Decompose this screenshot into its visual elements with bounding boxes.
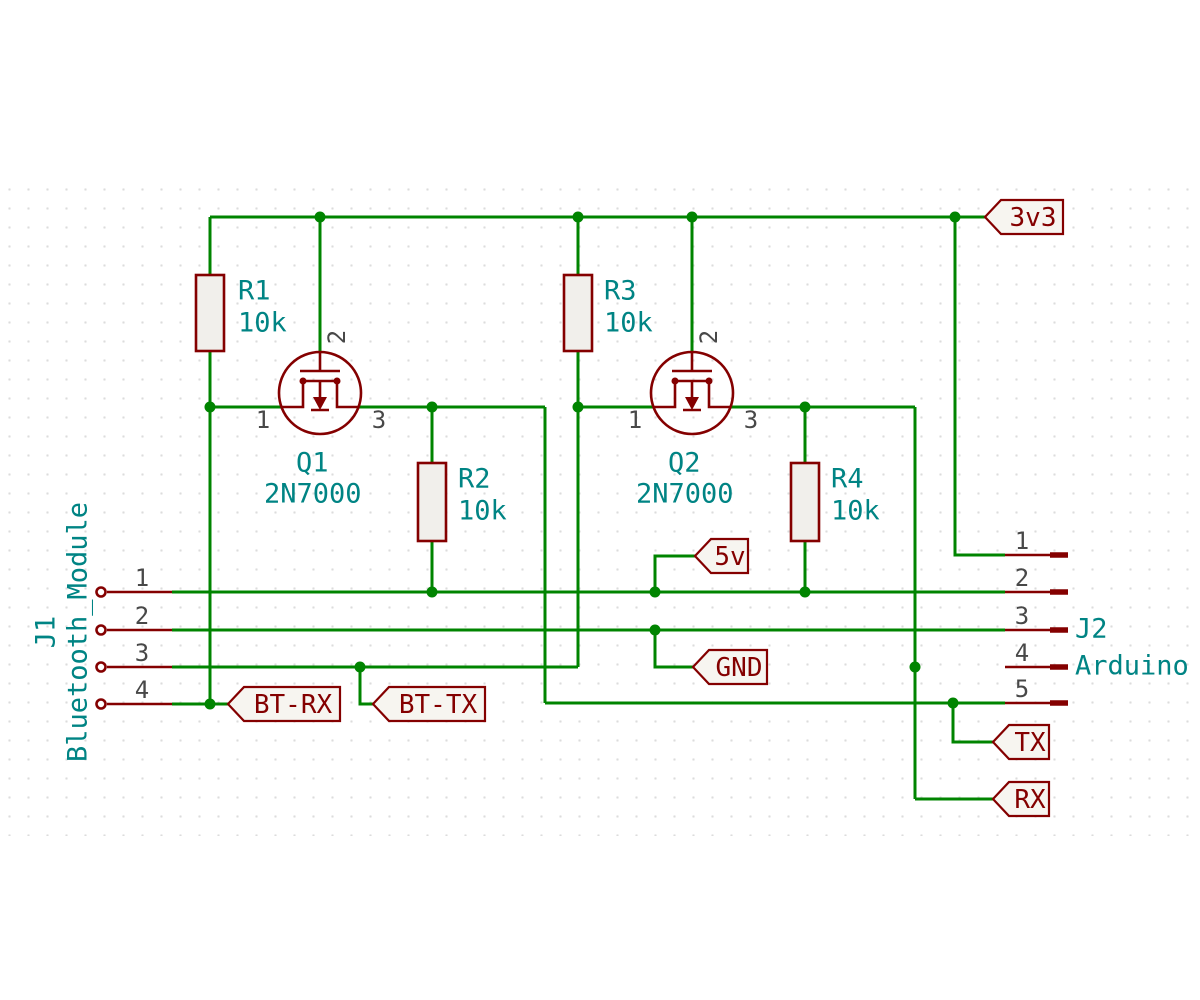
label-tx-text: TX	[1014, 728, 1046, 758]
resistor-r4[interactable]: R4 10k	[789, 461, 880, 543]
junction-layer	[204, 211, 961, 710]
label-flag-outline[interactable]	[991, 780, 1051, 818]
label-3v3-text: 3v3	[1010, 203, 1057, 233]
junction-dot	[426, 401, 438, 413]
junction-dot	[649, 586, 661, 598]
j2-pin4-number: 4	[1015, 639, 1029, 667]
label-gnd-text: GND	[716, 653, 763, 683]
junction-dot	[314, 211, 326, 223]
wire-3v3-to-j2pin1[interactable]	[953, 217, 1005, 557]
label-flag-outline[interactable]	[226, 685, 342, 723]
junction-dot	[204, 401, 216, 413]
j2-ref: J2	[1075, 614, 1108, 645]
label-rx[interactable]: RX	[991, 780, 1051, 818]
j1-pin-end	[95, 586, 107, 598]
connector-j1[interactable]: 1 2 3 4 J1 Bluetooth_Module	[31, 502, 173, 762]
label-gnd[interactable]: GND	[691, 648, 769, 686]
j1-pin-end	[95, 661, 107, 673]
q1-source-lead	[281, 381, 305, 409]
q1-body-arrow	[313, 397, 327, 410]
q2-pin1-number: 1	[628, 406, 642, 434]
j1-pin-end	[95, 624, 107, 636]
q1-drain-lead	[335, 381, 359, 409]
j2-pin1-number: 1	[1015, 527, 1029, 555]
resistor-body[interactable]	[789, 461, 821, 543]
q1-ref: Q1	[296, 448, 329, 479]
junction-dot	[572, 401, 584, 413]
junction-dot	[426, 586, 438, 598]
j1-ref: J1	[31, 616, 62, 649]
resistor-body[interactable]	[562, 273, 594, 353]
q2-value: 2N7000	[636, 479, 734, 510]
label-flag-outline[interactable]	[693, 537, 750, 575]
q2-drain-lead	[707, 381, 731, 409]
label-5v[interactable]: 5v	[693, 537, 750, 575]
r2-ref: R2	[458, 464, 491, 495]
label-flag-outline[interactable]	[991, 723, 1051, 761]
r3-ref: R3	[604, 276, 637, 307]
junction-dot	[947, 697, 959, 709]
j2-pin5-number: 5	[1015, 675, 1029, 703]
r1-ref: R1	[238, 276, 271, 307]
junction-dot	[949, 211, 961, 223]
r1-value: 10k	[238, 308, 287, 339]
junction-dot	[354, 661, 366, 673]
junction-dot	[204, 698, 216, 710]
j2-pin3-number: 3	[1015, 602, 1029, 630]
resistor-r3[interactable]: R3 10k	[562, 273, 653, 353]
connector-j2[interactable]: 1 2 3 4 5 J2 Arduino	[1005, 527, 1189, 706]
label-flag-outline[interactable]	[371, 685, 487, 723]
label-bt-tx[interactable]: BT-TX	[371, 685, 487, 723]
junction-dot	[799, 586, 811, 598]
label-bt-rx[interactable]: BT-RX	[226, 685, 342, 723]
junction-dot	[909, 661, 921, 673]
q2-pin2-number: 2	[695, 330, 723, 344]
j1-pin1-number: 1	[135, 564, 149, 592]
mosfet-q1[interactable]: 2 1 3 Q1 2N7000	[256, 330, 386, 510]
transistor-outline[interactable]	[277, 350, 363, 436]
r3-value: 10k	[604, 308, 653, 339]
label-bt-rx-text: BT-RX	[254, 690, 333, 720]
j1-pin4-number: 4	[135, 676, 149, 704]
wire-gnd-drop[interactable]	[653, 630, 693, 669]
r4-ref: R4	[831, 464, 864, 495]
q2-ref: Q2	[668, 448, 701, 479]
r2-value: 10k	[458, 496, 507, 527]
label-rx-text: RX	[1014, 785, 1046, 815]
j1-pin3-number: 3	[135, 639, 149, 667]
mosfet-q2[interactable]: 2 1 3 Q2 2N7000	[628, 330, 758, 510]
junction-dot	[572, 211, 584, 223]
q1-pin3-number: 3	[372, 406, 386, 434]
q1-pin2-number: 2	[323, 330, 351, 344]
q2-pin3-number: 3	[744, 406, 758, 434]
q2-source-lead	[653, 381, 677, 409]
wire-tx-drop[interactable]	[951, 703, 993, 744]
junction-dot	[686, 211, 698, 223]
j1-pin2-number: 2	[135, 602, 149, 630]
r4-value: 10k	[831, 496, 880, 527]
q1-value: 2N7000	[264, 479, 362, 510]
resistor-r1[interactable]: R1 10k	[194, 273, 287, 353]
label-flag-outline[interactable]	[983, 198, 1065, 236]
label-tx[interactable]: TX	[991, 723, 1051, 761]
transistor-outline[interactable]	[649, 350, 735, 436]
resistor-r2[interactable]: R2 10k	[416, 461, 507, 543]
resistor-body[interactable]	[416, 461, 448, 543]
wire-5v-drop[interactable]	[653, 554, 695, 592]
j1-pin-end	[95, 698, 107, 710]
q1-pin1-number: 1	[256, 406, 270, 434]
label-flag-outline[interactable]	[691, 648, 769, 686]
j2-value: Arduino	[1075, 651, 1189, 682]
junction-dot	[649, 624, 661, 636]
junction-dot	[799, 401, 811, 413]
label-3v3[interactable]: 3v3	[983, 198, 1065, 236]
resistor-body[interactable]	[194, 273, 226, 353]
q2-body-arrow	[685, 397, 699, 410]
j2-pin2-number: 2	[1015, 564, 1029, 592]
j1-value: Bluetooth_Module	[63, 502, 94, 762]
label-5v-text: 5v	[714, 542, 745, 572]
wire-bttx-drop[interactable]	[358, 667, 373, 706]
label-bt-tx-text: BT-TX	[399, 690, 478, 720]
